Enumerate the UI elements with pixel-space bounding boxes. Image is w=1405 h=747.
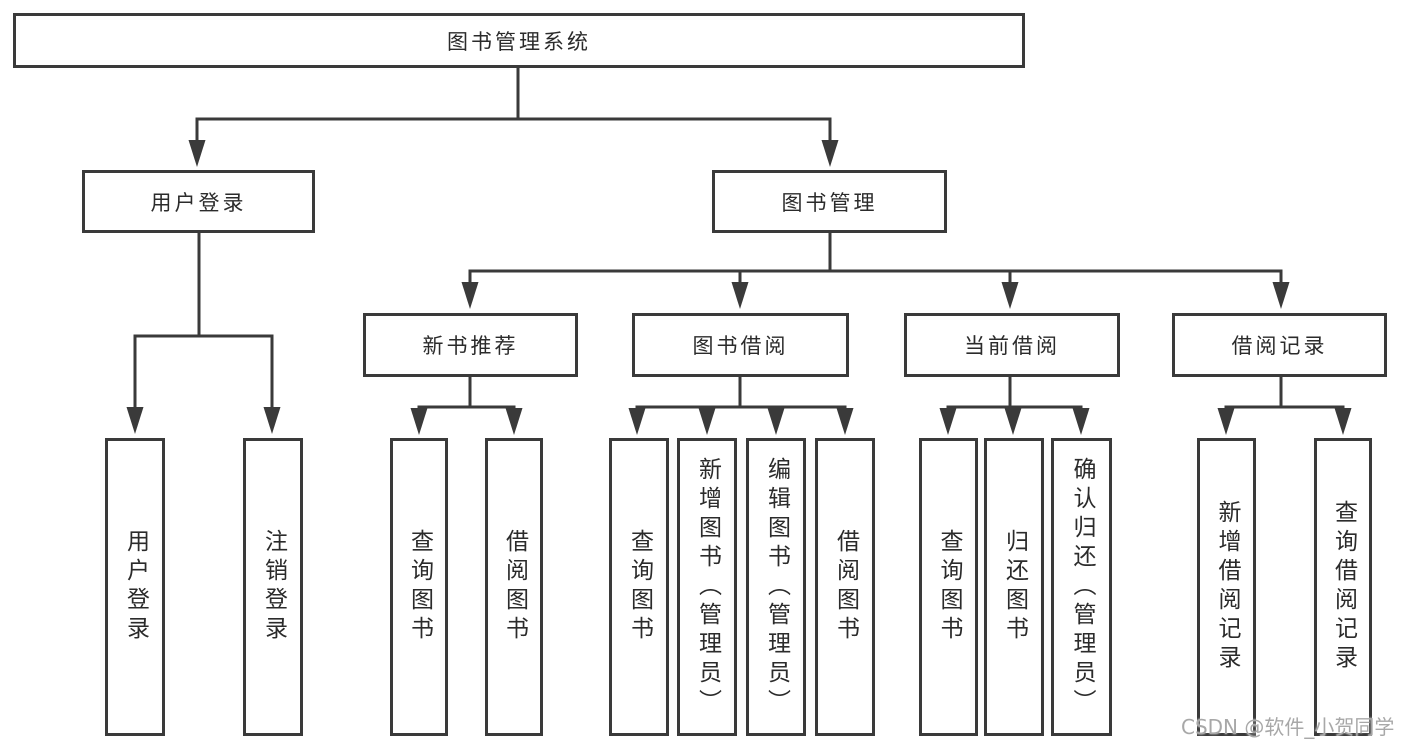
leaf-user-login: 用户登录: [105, 438, 165, 736]
leaf-borrow-books-recommend-label: 借阅图书: [501, 529, 528, 645]
watermark: CSDN @软件_小贺同学: [1181, 715, 1395, 739]
node-current-borrowing-label: 当前借阅: [964, 334, 1060, 358]
node-book-management-label: 图书管理: [781, 190, 878, 215]
leaf-borrow-books-borrowing-label: 借阅图书: [832, 529, 859, 645]
node-user-login-branch: 用户登录: [82, 170, 315, 233]
leaf-edit-book-admin: 编辑图书（管理员）: [746, 438, 806, 736]
node-root: 图书管理系统: [13, 13, 1025, 68]
leaf-edit-book-admin-label: 编辑图书（管理员）: [763, 456, 790, 718]
leaf-user-login-label: 用户登录: [122, 529, 149, 645]
leaf-query-books-borrowing: 查询图书: [609, 438, 669, 736]
leaf-query-books-current: 查询图书: [919, 438, 978, 736]
leaf-query-books-borrowing-label: 查询图书: [626, 529, 653, 645]
leaf-confirm-return-admin: 确认归还（管理员）: [1051, 438, 1112, 736]
leaf-add-book-admin-label: 新增图书（管理员）: [694, 456, 721, 718]
arrowhead-icons: [126, 140, 1352, 435]
leaf-return-book-label: 归还图书: [1001, 529, 1028, 645]
node-root-label: 图书管理系统: [447, 29, 591, 54]
node-new-book-recommend-label: 新书推荐: [422, 334, 519, 358]
node-book-borrowing-label: 图书借阅: [692, 334, 789, 358]
leaf-borrow-books-borrowing: 借阅图书: [815, 438, 875, 736]
leaf-query-books-recommend-label: 查询图书: [406, 529, 433, 645]
node-book-management: 图书管理: [712, 170, 947, 233]
leaf-add-book-admin: 新增图书（管理员）: [677, 438, 737, 736]
node-borrowing-records-label: 借阅记录: [1231, 334, 1328, 358]
leaf-query-books-current-label: 查询图书: [936, 529, 962, 645]
node-user-login-branch-label: 用户登录: [150, 190, 247, 215]
leaf-logout-label: 注销登录: [260, 529, 287, 645]
leaf-borrow-books-recommend: 借阅图书: [485, 438, 543, 736]
node-new-book-recommend: 新书推荐: [363, 313, 578, 377]
leaf-logout: 注销登录: [243, 438, 303, 736]
node-borrowing-records: 借阅记录: [1172, 313, 1387, 377]
leaf-query-borrow-record: 查询借阅记录: [1314, 438, 1372, 736]
leaf-confirm-return-admin-label: 确认归还（管理员）: [1069, 456, 1095, 718]
leaf-query-borrow-record-label: 查询借阅记录: [1330, 500, 1357, 674]
node-book-borrowing: 图书借阅: [632, 313, 849, 377]
leaf-return-book: 归还图书: [984, 438, 1044, 736]
leaf-add-borrow-record: 新增借阅记录: [1197, 438, 1256, 736]
leaf-query-books-recommend: 查询图书: [390, 438, 448, 736]
node-current-borrowing: 当前借阅: [904, 313, 1120, 377]
leaf-add-borrow-record-label: 新增借阅记录: [1214, 500, 1240, 674]
